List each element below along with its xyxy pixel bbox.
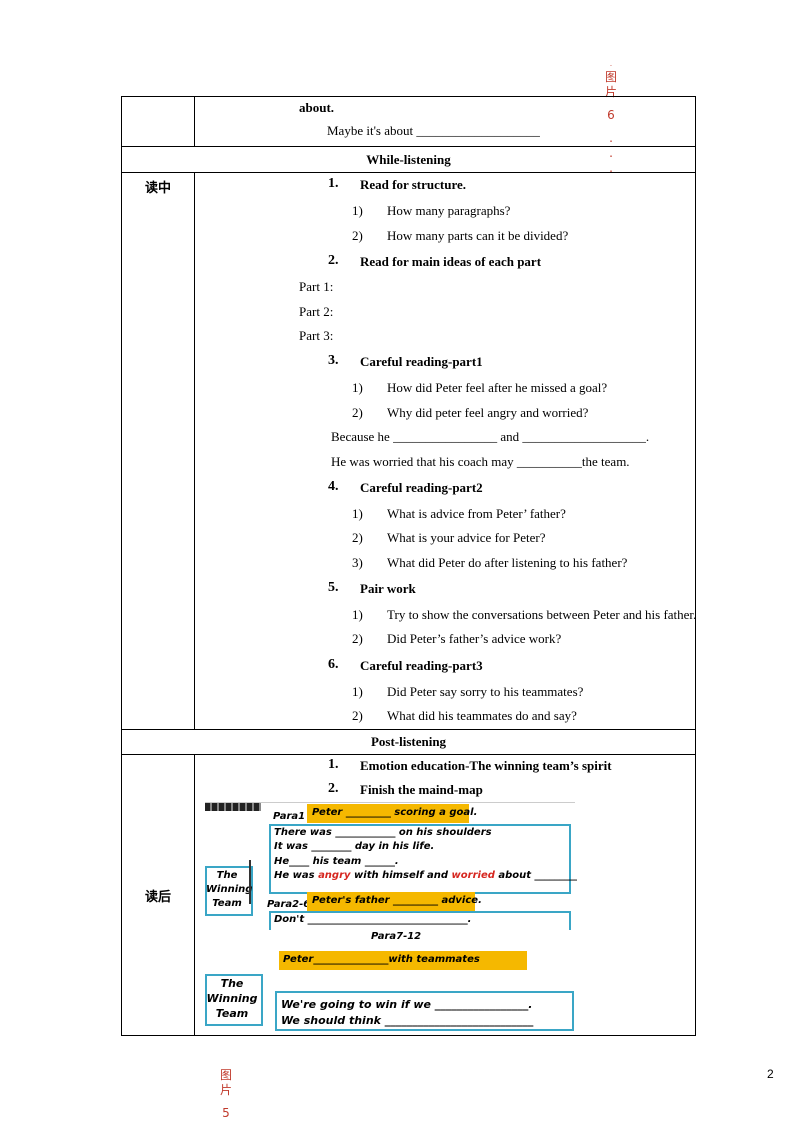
para712-label: Para7-12: [371, 931, 422, 942]
text-part: with himself and: [350, 870, 452, 881]
note-char: 图: [604, 70, 617, 84]
question-text: Why did peter feel angry and worried?: [387, 405, 589, 420]
step-title: Careful reading-part1: [360, 354, 483, 369]
part-label: Part 1:: [299, 279, 334, 294]
step-number: 1.: [328, 757, 339, 772]
part-label: Part 3:: [299, 328, 334, 343]
para1-bar-text: Peter _________ scoring a goal.: [312, 807, 478, 818]
para26-highlight-bar: [307, 892, 475, 911]
page-number: 2: [767, 1067, 774, 1081]
margin-note-bottom: 图 片 5: [218, 1068, 234, 1121]
top-border-line: [205, 802, 575, 803]
question-text: How did Peter feel after he missed a goa…: [387, 380, 608, 395]
mindmap-line: There was ____________ on his shoulders: [274, 827, 492, 838]
step-title: Read for main ideas of each part: [360, 254, 542, 269]
step-number: 3.: [328, 353, 339, 368]
step-title: Emotion education-The winning team’s spi…: [360, 758, 612, 773]
para712-bar-text: Peter_______________with teammates: [283, 954, 480, 965]
intro-line-1: about.: [299, 100, 335, 115]
para1-box: [269, 824, 571, 894]
question-text: What did Peter do after listening to his…: [387, 555, 628, 570]
post-label-cell: 读后: [121, 754, 195, 1036]
step-number: 5.: [328, 580, 339, 595]
center-label-box: [205, 974, 263, 1026]
post-content-cell: 1. Emotion education-The winning team’s …: [194, 754, 696, 1036]
section-title: Post-listening: [370, 734, 447, 749]
intro-cell: about. Maybe it's about ________________…: [194, 96, 696, 147]
lesson-table: about. Maybe it's about ________________…: [121, 96, 696, 1036]
center-label: The Winning Team: [206, 870, 253, 909]
mindmap-line: We should think ________________________…: [281, 1014, 534, 1027]
question-text: How many parts can it be divided?: [387, 228, 569, 243]
mind-map-image-top: Para1 Peter _________ scoring a goal. Th…: [205, 800, 577, 930]
empty-label-cell: [121, 96, 195, 147]
question-text: What is your advice for Peter?: [387, 530, 546, 545]
post-listening-header: Post-listening: [121, 729, 696, 755]
question-number: 1): [352, 380, 363, 395]
center-label: The Winning Team: [206, 977, 258, 1020]
question-text: Try to show the conversations between Pe…: [387, 607, 697, 622]
para712-box: [275, 991, 574, 1031]
red-word: angry: [318, 870, 351, 881]
mindmap-line: Don't ________________________________.: [274, 914, 472, 925]
fill-in-line: Because he ________________ and ________…: [331, 429, 650, 444]
note-char: 片: [604, 85, 617, 99]
intro-line-2: Maybe it's about ___________________: [327, 123, 540, 138]
question-text: How many paragraphs?: [387, 203, 511, 218]
mindmap-line: We're going to win if we _______________…: [281, 998, 533, 1011]
para26-bar-text: Peter's father _________ advice.: [312, 895, 482, 906]
question-number: 2): [352, 228, 363, 243]
note-char: 图: [219, 1068, 232, 1082]
step-number: 2.: [328, 253, 339, 268]
step-title: Finish the maind-map: [360, 782, 483, 797]
question-number: 1): [352, 506, 363, 521]
text-part: He was: [274, 870, 319, 881]
question-text: What is advice from Peter’ father?: [387, 506, 566, 521]
para1-label: Para1: [273, 811, 306, 822]
question-number: 2): [352, 631, 363, 646]
mind-map-image-bottom: Para7-12 Peter_______________with teamma…: [205, 930, 577, 1035]
para26-label: Para2-6: [267, 899, 311, 910]
mindmap-line: He____ his team ______.: [274, 856, 399, 867]
question-number: 1): [352, 203, 363, 218]
post-label: 读后: [144, 889, 171, 905]
question-text: Did Peter’s father’s advice work?: [387, 631, 562, 646]
red-word: worried: [451, 870, 495, 881]
step-title: Careful reading-part3: [360, 658, 483, 673]
question-number: 3): [352, 555, 363, 570]
mindmap-line: It was ________ day in his life.: [274, 841, 435, 852]
step-title: Read for structure.: [360, 177, 467, 192]
question-number: 1): [352, 607, 363, 622]
step-number: 1.: [328, 176, 339, 191]
while-label-cell: 读中: [121, 172, 195, 730]
while-listening-header: While-listening: [121, 146, 696, 173]
center-label-box: [205, 866, 253, 916]
connector-line: [249, 860, 251, 904]
fill-in-line: He was worried that his coach may ______…: [331, 454, 630, 469]
note-char: 片: [219, 1083, 232, 1097]
step-number: 2.: [328, 781, 339, 796]
question-number: 2): [352, 405, 363, 420]
text-part: about _________.: [494, 870, 577, 881]
question-number: 2): [352, 530, 363, 545]
para26-box: [269, 911, 571, 930]
question-number: 2): [352, 708, 363, 723]
film-strip-decoration: [205, 802, 261, 811]
step-number: 4.: [328, 479, 339, 494]
para1-highlight-bar: [307, 804, 469, 823]
step-title: Careful reading-part2: [360, 480, 483, 495]
while-label: 读中: [144, 181, 171, 196]
mindmap-line: He was angry with himself and worried ab…: [274, 870, 577, 881]
step-number: 6.: [328, 657, 339, 672]
part-label: Part 2:: [299, 304, 334, 319]
section-title: While-listening: [366, 151, 451, 167]
while-content-cell: 1. Read for structure. 1) How many parag…: [194, 172, 697, 730]
question-number: 1): [352, 684, 363, 699]
question-text: Did Peter say sorry to his teammates?: [387, 684, 584, 699]
para712-highlight-bar: [279, 951, 527, 970]
step-title: Pair work: [360, 581, 416, 596]
question-text: What did his teammates do and say?: [387, 708, 577, 723]
note-char: 5: [222, 1106, 230, 1120]
